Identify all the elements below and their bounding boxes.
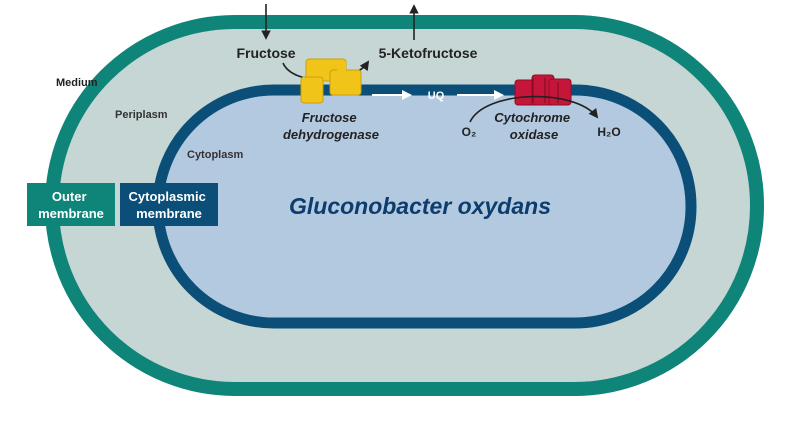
oxygen-reduction-arrow	[469, 95, 599, 123]
cytochrome-oxidase-protein	[514, 74, 572, 106]
cytoplasmic-membrane-tag-line1: Cytoplasmic	[129, 189, 206, 204]
water-label: H₂O	[597, 125, 620, 139]
uq-label: UQ	[428, 90, 445, 102]
oxidase-label-line2: oxidase	[510, 127, 558, 142]
dehydrogenase-label-line2: dehydrogenase	[283, 127, 379, 142]
ketofructose-label: 5-Ketofructose	[379, 45, 478, 61]
outer-membrane-tag: Outer membrane	[38, 189, 104, 221]
fructose-dehydrogenase-protein	[300, 58, 362, 104]
organism-name: Gluconobacter oxydans	[289, 193, 551, 219]
outer-membrane-tag-line2: membrane	[38, 206, 104, 221]
cytoplasmic-membrane-tag-line2: membrane	[136, 206, 202, 221]
dehydrogenase-label-line1: Fructose	[302, 110, 357, 125]
fructose-label: Fructose	[236, 45, 295, 61]
cytoplasmic-membrane-tag-box	[120, 183, 218, 226]
periplasm-label: Periplasm	[115, 109, 168, 121]
oxidase-label-line1: Cytochrome	[494, 110, 570, 125]
outer-membrane-tag-line1: Outer	[52, 189, 87, 204]
outer-membrane-tag-box	[27, 183, 115, 226]
oxygen-label: O₂	[462, 125, 477, 139]
medium-label: Medium	[56, 77, 98, 89]
oxidase-label: Cytochrome oxidase	[494, 110, 573, 142]
cytoplasmic-membrane-tag: Cytoplasmic membrane	[129, 189, 210, 221]
dehydrogenase-label: Fructose dehydrogenase	[283, 110, 379, 142]
cytoplasm-label: Cytoplasm	[187, 149, 243, 161]
